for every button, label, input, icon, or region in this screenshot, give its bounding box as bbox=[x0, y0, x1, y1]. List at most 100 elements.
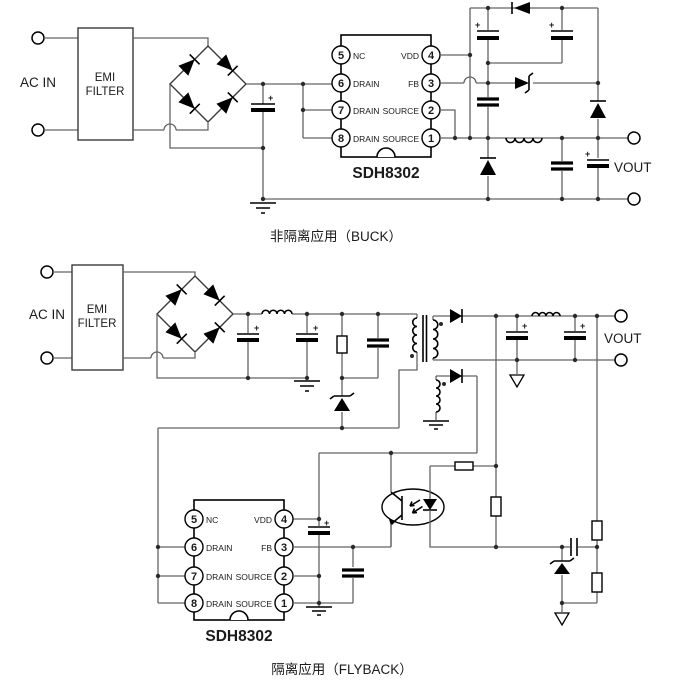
secondary-diode bbox=[450, 309, 462, 323]
bridge-rectifier bbox=[133, 37, 332, 149]
divider-resistor-1 bbox=[490, 496, 502, 517]
pin-label: NC bbox=[206, 515, 218, 525]
pin-num: 8 bbox=[191, 598, 197, 610]
ground-symbol bbox=[306, 606, 332, 616]
vout-terminal-minus bbox=[627, 192, 641, 206]
pin-num: 2 bbox=[428, 105, 434, 117]
aux-vdd-supply: + bbox=[293, 369, 478, 616]
pin-label: DRAIN bbox=[353, 134, 379, 144]
vout-label: VOUT bbox=[604, 331, 642, 346]
pin-label: VDD bbox=[254, 515, 272, 525]
pin-label: VDD bbox=[401, 51, 419, 61]
cap-plus-sign: + bbox=[580, 321, 585, 331]
chip-notch bbox=[376, 147, 396, 158]
led-resistor bbox=[454, 461, 474, 471]
pin-num: 6 bbox=[191, 542, 197, 554]
ground-symbol bbox=[423, 420, 449, 430]
cap-plus-sign: + bbox=[522, 321, 527, 331]
snubber-zener bbox=[334, 398, 350, 411]
snubber-resistor bbox=[336, 335, 348, 354]
cap-plus-sign: + bbox=[324, 518, 329, 528]
junction-dots bbox=[260, 5, 601, 202]
cap-plus-sign: + bbox=[585, 149, 590, 159]
chip-sdh8302-buck: 5 6 7 8 4 3 2 1 NC DRAIN DRAIN DRAIN VDD… bbox=[331, 34, 441, 182]
junction-dots bbox=[155, 311, 600, 606]
bridge-diodes bbox=[178, 54, 233, 114]
pin-label: DRAIN bbox=[353, 79, 379, 89]
cap-plus-sign: + bbox=[475, 20, 480, 30]
pin-label: SOURCE bbox=[383, 134, 420, 144]
pin-label: NC bbox=[353, 51, 365, 61]
emi-filter-box: EMI FILTER bbox=[71, 264, 124, 371]
chip-name: SDH8302 bbox=[352, 165, 419, 182]
transformer bbox=[410, 315, 449, 430]
pin-num: 8 bbox=[338, 133, 344, 145]
fb-filter bbox=[293, 524, 392, 604]
primary-input-filter: + + bbox=[233, 309, 418, 392]
buck-circuit: AC IN EMI FILTER + bbox=[20, 2, 652, 244]
emi-filter-box: EMI FILTER bbox=[77, 27, 134, 141]
secondary-rectifier-output: + + VOUT bbox=[433, 309, 642, 389]
ac-terminal-top bbox=[31, 31, 45, 45]
flyback-circuit: AC IN EMI FILTER + + bbox=[29, 264, 642, 677]
emi-label-1: EMI bbox=[87, 304, 107, 316]
ac-terminal-bottom bbox=[40, 351, 54, 365]
output-inductor bbox=[531, 311, 561, 317]
pin-num: 1 bbox=[428, 133, 434, 145]
earth-triangle bbox=[508, 374, 526, 389]
pin-label: DRAIN bbox=[206, 599, 232, 609]
pin-num: 2 bbox=[281, 571, 287, 583]
pin-num: 6 bbox=[338, 78, 344, 90]
pi-filter-inductor bbox=[261, 309, 293, 315]
light-arrows bbox=[409, 499, 423, 514]
fb-zener bbox=[515, 77, 529, 89]
aux-polarity-dot bbox=[442, 382, 446, 386]
opto-led bbox=[423, 499, 437, 510]
buck-caption: 非隔离应用（BUCK） bbox=[270, 228, 402, 244]
emi-label-2: FILTER bbox=[78, 318, 117, 330]
emi-label-1: EMI bbox=[95, 72, 115, 84]
ac-terminal-top bbox=[40, 265, 54, 279]
divider-resistor-2 bbox=[591, 520, 603, 541]
bridge-diodes bbox=[165, 284, 220, 344]
pin-label: DRAIN bbox=[353, 106, 379, 116]
emi-label-2: FILTER bbox=[86, 86, 125, 98]
secondary-polarity-dot bbox=[439, 322, 443, 326]
input-bulk-cap: + bbox=[250, 84, 276, 214]
feedback-network bbox=[430, 316, 603, 627]
pin-num: 5 bbox=[338, 50, 344, 62]
pin-label: DRAIN bbox=[206, 572, 232, 582]
ac-terminal-bottom bbox=[31, 123, 45, 137]
secondary-winding bbox=[432, 319, 439, 359]
transformer-core bbox=[422, 315, 428, 362]
pin-num: 4 bbox=[281, 514, 288, 526]
pin-num: 5 bbox=[191, 514, 197, 526]
optocoupler bbox=[381, 453, 496, 548]
drain-bus bbox=[157, 352, 418, 604]
chip-sdh8302-flyback: 5 6 7 8 4 3 2 1 NC DRAIN DRAIN DRAIN VDD… bbox=[184, 499, 294, 645]
ground-symbol bbox=[250, 202, 276, 214]
feedback-zener bbox=[554, 563, 570, 574]
primary-winding bbox=[411, 317, 418, 353]
chip-notch bbox=[229, 610, 249, 621]
vdd-rail-diode bbox=[514, 2, 530, 14]
pin-num: 7 bbox=[338, 105, 344, 117]
cap-plus-sign: + bbox=[549, 20, 554, 30]
ac-input: AC IN bbox=[29, 265, 72, 365]
freewheel-diode bbox=[480, 160, 496, 175]
cap-plus-sign: + bbox=[268, 93, 273, 103]
cap-plus-sign: + bbox=[313, 323, 318, 333]
flyback-caption: 隔离应用（FLYBACK） bbox=[271, 661, 413, 677]
ac-input: AC IN bbox=[20, 31, 78, 137]
pin-label: FB bbox=[261, 543, 272, 553]
bootstrap-diode bbox=[590, 103, 606, 118]
aux-winding bbox=[435, 379, 441, 413]
vout-terminal-plus bbox=[627, 131, 641, 145]
pin-num: 7 bbox=[191, 571, 197, 583]
ac-in-label: AC IN bbox=[29, 307, 65, 322]
vout-label: VOUT bbox=[614, 160, 652, 175]
pin-num: 1 bbox=[281, 598, 287, 610]
divider-resistor-3 bbox=[591, 572, 603, 593]
chip-name: SDH8302 bbox=[205, 628, 272, 645]
